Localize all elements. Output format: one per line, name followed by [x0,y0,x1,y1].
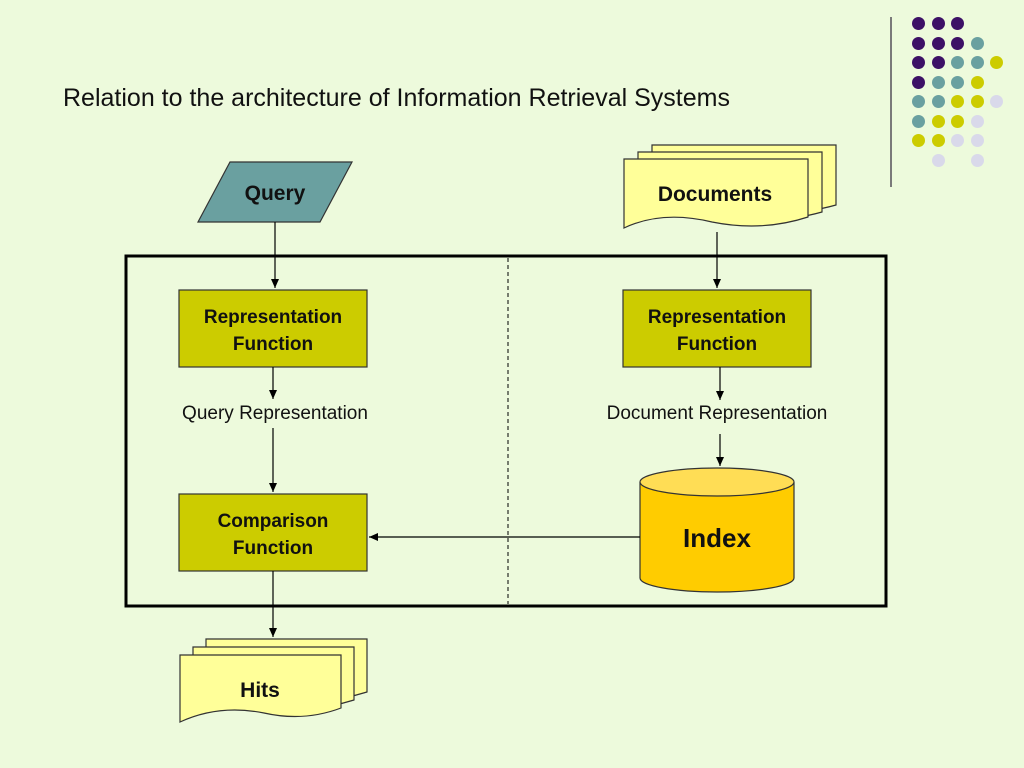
decorative-dot [912,95,925,108]
decorative-dot [951,75,964,89]
index-cylinder-body [639,482,795,593]
document-representation-label: Document Representation [607,403,828,424]
hits-node: Hits [179,638,368,723]
query-parallelogram [197,161,353,223]
index-cylinder: Index [639,467,795,593]
hits-front-sheet [179,654,342,723]
decorative-dot [990,95,1003,108]
right-representation-function: Representation Function [622,289,812,368]
decorative-dot [931,75,945,89]
left-representation-line1: Representation [204,307,342,328]
documents-front-sheet [623,158,809,229]
decorative-dot [970,95,984,108]
decorative-dot [970,153,984,167]
right-representation-line1: Representation [648,307,786,328]
decorative-divider-line [890,17,892,187]
decorative-dot [951,134,964,147]
right-representation-box [622,289,812,368]
decorative-dot [951,56,964,69]
index-cylinder-top [639,467,795,497]
left-representation-box [178,289,368,368]
decorative-dot [912,36,925,50]
system-boundary-box [124,254,888,608]
documents-node: Documents [623,144,837,229]
left-representation-function: Representation Function [178,289,368,368]
decorative-dot [931,36,945,50]
hits-label: Hits [240,679,280,702]
comparison-function: Comparison Function [178,493,368,572]
decorative-dot [970,56,984,69]
left-representation-line2: Function [233,334,313,355]
decorative-dot [931,95,945,108]
slide-title: Relation to the architecture of Informat… [63,84,730,112]
decorative-dot [951,114,964,128]
decorative-dot [951,95,964,108]
decorative-dot [951,17,964,30]
right-representation-line2: Function [677,334,757,355]
decorative-dot [931,56,945,69]
comparison-box [178,493,368,572]
query-node: Query [197,161,353,223]
decorative-dot [931,17,945,30]
decorative-dot [912,114,925,128]
comparison-line1: Comparison [218,511,329,532]
decorative-dot [970,75,984,89]
index-label: Index [683,523,751,553]
decorative-dot [912,75,925,89]
decorative-dot [912,56,925,69]
comparison-line2: Function [233,538,313,559]
decorative-dot [970,36,984,50]
decorative-dot [970,114,984,128]
query-label: Query [245,182,306,205]
decorative-dot [990,56,1003,69]
decorative-dot [912,17,925,30]
decorative-dot [912,134,925,147]
decorative-dot [931,114,945,128]
decorative-dot [931,153,945,167]
decorative-dot [951,36,964,50]
decorative-dot [931,134,945,147]
documents-label: Documents [658,183,772,206]
query-representation-label: Query Representation [182,403,368,424]
decorative-dot [970,134,984,147]
